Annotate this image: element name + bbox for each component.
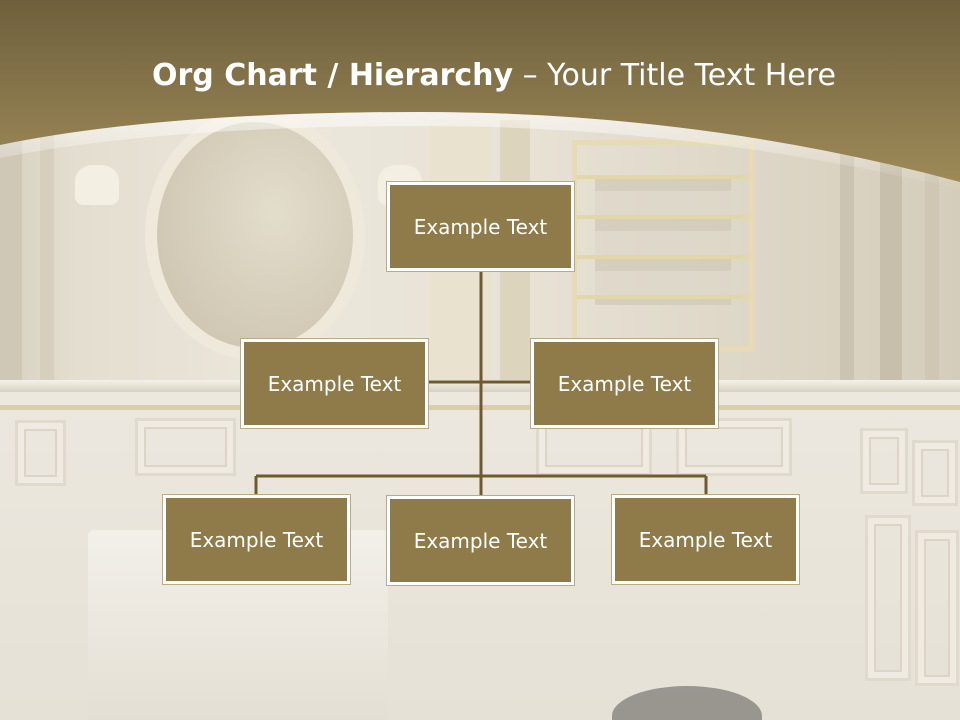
slide-title-regular: Your Title Text Here bbox=[547, 58, 836, 93]
wall-sconce bbox=[75, 165, 119, 205]
wall-panel bbox=[676, 418, 792, 476]
towel-bar bbox=[577, 215, 749, 219]
wall-panel bbox=[915, 530, 959, 686]
wall-panel bbox=[135, 418, 236, 476]
org-node-root[interactable]: Example Text bbox=[387, 182, 574, 271]
title-band bbox=[0, 0, 960, 190]
org-node-child-center[interactable]: Example Text bbox=[387, 496, 574, 585]
wall-stripe bbox=[880, 120, 902, 390]
wall-stripe bbox=[40, 120, 54, 390]
wall-stripe bbox=[840, 120, 854, 390]
org-node-child-right[interactable]: Example Text bbox=[612, 495, 799, 584]
org-node-assistant-left[interactable]: Example Text bbox=[241, 339, 428, 428]
slide-title-separator: – bbox=[513, 58, 548, 93]
slide-title: Org Chart / Hierarchy – Your Title Text … bbox=[152, 54, 836, 98]
org-node-assistant-right[interactable]: Example Text bbox=[531, 339, 718, 428]
towel-bar bbox=[577, 255, 749, 259]
towel-bar bbox=[577, 295, 749, 299]
wall-stripe bbox=[925, 120, 939, 390]
towel bbox=[595, 175, 731, 305]
towel-bar bbox=[577, 175, 749, 179]
wall-panel bbox=[912, 440, 958, 506]
wall-panel bbox=[865, 515, 911, 681]
org-node-child-left[interactable]: Example Text bbox=[163, 495, 350, 584]
chair-rail bbox=[0, 380, 960, 392]
gold-rail bbox=[0, 405, 960, 410]
slide-title-bold: Org Chart / Hierarchy bbox=[152, 58, 514, 93]
wall-panel bbox=[860, 428, 908, 494]
wall-stripe bbox=[0, 120, 22, 390]
towel-rack bbox=[572, 140, 754, 352]
wall-panel bbox=[15, 420, 66, 486]
